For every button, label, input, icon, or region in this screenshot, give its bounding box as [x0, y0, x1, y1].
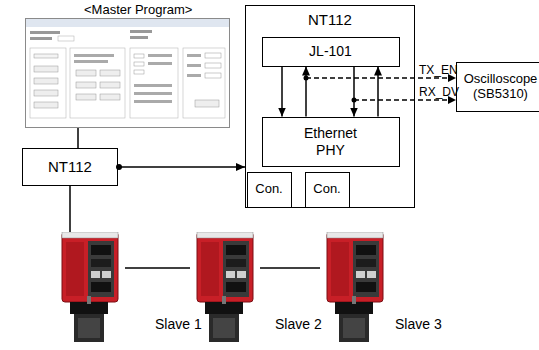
- node-label: Slave 3: [395, 316, 442, 332]
- servo-drive: Slave 2: [190, 232, 260, 307]
- connector-line: [353, 67, 355, 117]
- device-box: NT112JL-101Ethernet PHY Con. Con.: [245, 5, 415, 208]
- node-label: NT112: [246, 11, 414, 28]
- node-label: Slave 2: [275, 316, 322, 332]
- servo-drive: Slave 1: [55, 232, 125, 307]
- oscilloscope-box: Oscilloscope (SB5310): [456, 62, 539, 112]
- node-label: Slave 1: [155, 316, 202, 332]
- program-window: <Master Program>: [25, 18, 230, 128]
- connector-line: [377, 67, 379, 117]
- node-label: Con.: [255, 182, 282, 197]
- signal-name: RX_DV: [419, 85, 459, 99]
- node-label: Ethernet PHY: [296, 125, 366, 157]
- node-label: JL-101: [309, 43, 352, 59]
- connector-line: [69, 186, 71, 232]
- chip-box: JL-101: [262, 37, 400, 67]
- connector-box: Con.: [247, 172, 292, 208]
- node-label: NT112: [48, 158, 92, 175]
- signal-name: TX_EN: [419, 63, 458, 77]
- servo-drive: Slave 3: [320, 232, 390, 307]
- connector-line: [77, 128, 79, 148]
- connector-line: [125, 267, 190, 269]
- connector-box: Con.: [305, 172, 350, 208]
- connector-line: [118, 166, 245, 168]
- node-label: <Master Program>: [84, 3, 192, 18]
- connector-line: [281, 67, 283, 117]
- phy-box: Ethernet PHY: [262, 117, 400, 167]
- hub-box: NT112: [22, 148, 118, 186]
- node-label: Oscilloscope (SB5310): [457, 72, 539, 102]
- connector-line: [305, 67, 307, 117]
- node-label: Con.: [313, 182, 340, 197]
- connector-line: [260, 267, 320, 269]
